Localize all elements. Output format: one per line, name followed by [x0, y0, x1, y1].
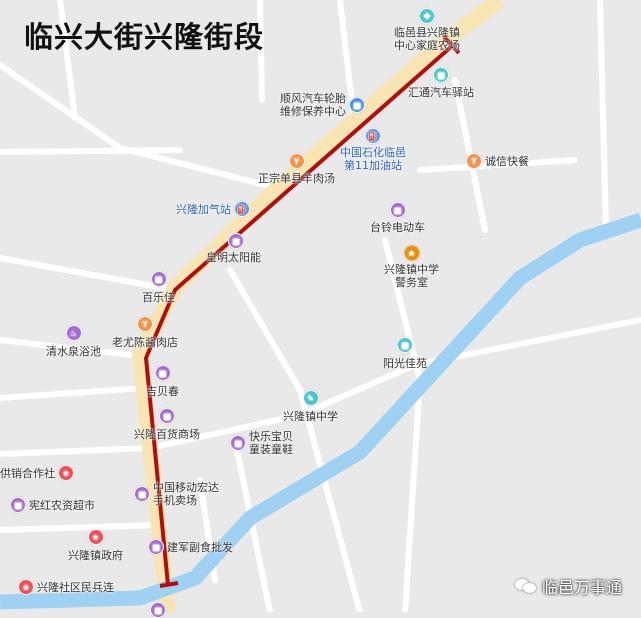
- poi-icon: ✎: [302, 390, 319, 406]
- poi-bottom-edge[interactable]: ■: [150, 602, 166, 618]
- poi-icon: ■: [10, 497, 26, 513]
- poi-tailing[interactable]: ■ 台铃电动车: [370, 202, 425, 235]
- poi-icon: ■: [228, 233, 244, 249]
- poi-huitong-post[interactable]: ■ 汇通汽车驿站: [408, 67, 474, 100]
- route-start-marker: [442, 35, 461, 55]
- poi-icon: ■: [150, 271, 167, 287]
- poi-icon: ★: [403, 245, 420, 261]
- poi-icon: ■: [134, 486, 150, 502]
- street: [0, 385, 148, 401]
- poi-icon: ■: [389, 202, 406, 218]
- poi-police[interactable]: ★ 兴隆镇中学 警务室: [384, 245, 439, 289]
- route-line: [144, 44, 454, 586]
- poi-zhengzong-mutton[interactable]: Y 正宗单县羊肉汤: [258, 153, 335, 186]
- street: [0, 522, 163, 533]
- poi-icon: Y: [137, 316, 153, 332]
- poi-yangguang[interactable]: ■ 阳光佳苑: [383, 337, 427, 371]
- route-end-marker: [159, 581, 179, 588]
- street: [57, 0, 78, 121]
- poi-town-gov[interactable]: ★ 兴隆镇政府: [68, 529, 123, 563]
- watermark-text: 临邑万事通: [542, 578, 623, 597]
- poi-gas-station[interactable]: 兴隆加气站 ⛽: [176, 201, 250, 217]
- poi-icon: ■: [230, 435, 246, 451]
- poi-icon: ■: [397, 337, 413, 353]
- street: [0, 337, 143, 359]
- poi-xianhong[interactable]: ■ 宪红农资超市: [10, 497, 95, 513]
- chat-icon: [515, 577, 537, 595]
- river: [0, 212, 641, 610]
- street: [0, 62, 288, 193]
- poi-middle-school[interactable]: ✎ 兴隆镇中学: [283, 390, 338, 424]
- poi-solar[interactable]: ■ 皇明太阳能: [206, 233, 261, 265]
- poi-icon: ■: [159, 408, 175, 424]
- street: [227, 267, 363, 612]
- poi-chengxin[interactable]: Y 诚信快餐: [466, 153, 529, 169]
- poi-icon: ★: [87, 529, 104, 545]
- poi-icon: ★: [18, 579, 34, 595]
- poi-icon: ★: [58, 465, 74, 481]
- main-road: [131, 0, 505, 612]
- poi-icon: Y: [466, 153, 482, 169]
- street: [0, 147, 183, 155]
- poi-kuaile-baobei[interactable]: ■ 快乐宝贝 童装童鞋: [230, 430, 293, 456]
- street: [597, 0, 609, 233]
- poi-icon: ✚: [419, 8, 435, 24]
- poi-jianjun[interactable]: ■ 建军副食批发: [148, 539, 233, 555]
- poi-bailejia[interactable]: ■ 百乐佳: [142, 271, 175, 305]
- watermark: 临邑万事通: [515, 574, 622, 598]
- poi-qingshuiquan[interactable]: ♨ 清水泉浴池: [46, 325, 101, 359]
- poi-jibeichun[interactable]: ■ 吉贝春: [146, 365, 179, 399]
- poi-icon: ■: [433, 67, 449, 83]
- poi-health-center[interactable]: ✚ 临邑县兴隆镇 中心家庭农场: [394, 8, 460, 52]
- poi-icon: ♨: [65, 325, 82, 341]
- poi-shunfeng-tire[interactable]: 顺风汽车轮胎 维修保养中心 ■: [280, 92, 365, 118]
- street: [0, 255, 178, 293]
- poi-icon: ⛽: [365, 128, 381, 144]
- poi-icon: ■: [154, 365, 171, 381]
- poi-department-store[interactable]: ■ 兴隆百货商场: [134, 408, 200, 442]
- poi-militia[interactable]: ★ 兴隆社区民兵连: [18, 579, 114, 595]
- street: [257, 0, 265, 103]
- poi-laoyou[interactable]: Y 老尤陈酱肉店: [112, 316, 178, 350]
- poi-icon: ⛽: [234, 201, 250, 217]
- poi-china-mobile[interactable]: ■ 中国移动宏达 手机卖场: [134, 481, 219, 507]
- poi-sinopec[interactable]: ⛽ 中国石化临邑 第11加油站: [340, 128, 406, 172]
- poi-icon: ■: [349, 97, 365, 113]
- street: [417, 157, 578, 173]
- poi-icon: ■: [150, 602, 166, 618]
- poi-icon: Y: [288, 153, 305, 169]
- map-title: 临兴大街兴隆街段: [24, 20, 265, 54]
- poi-supply-coop[interactable]: 供销合作社 ★: [0, 465, 74, 481]
- poi-icon: ■: [148, 539, 164, 555]
- street: [0, 362, 418, 457]
